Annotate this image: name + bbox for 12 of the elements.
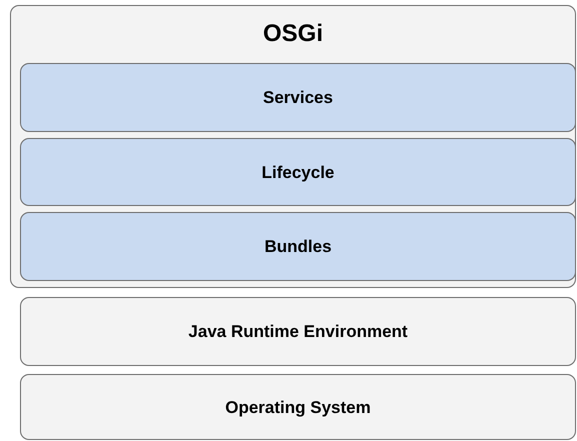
layer-box	[20, 212, 576, 281]
layer-label: Lifecycle	[260, 162, 336, 184]
layer-box	[20, 138, 576, 206]
layer-box	[20, 374, 576, 440]
layer-box	[20, 297, 576, 366]
group-title: OSGi	[262, 20, 324, 49]
layer-label: Services	[262, 88, 334, 109]
layer-box	[20, 63, 576, 132]
group-box	[10, 5, 576, 288]
layer-label: Operating System	[224, 398, 372, 418]
layer-label: Java Runtime Environment	[187, 322, 409, 343]
layer-label: Bundles	[263, 237, 333, 258]
